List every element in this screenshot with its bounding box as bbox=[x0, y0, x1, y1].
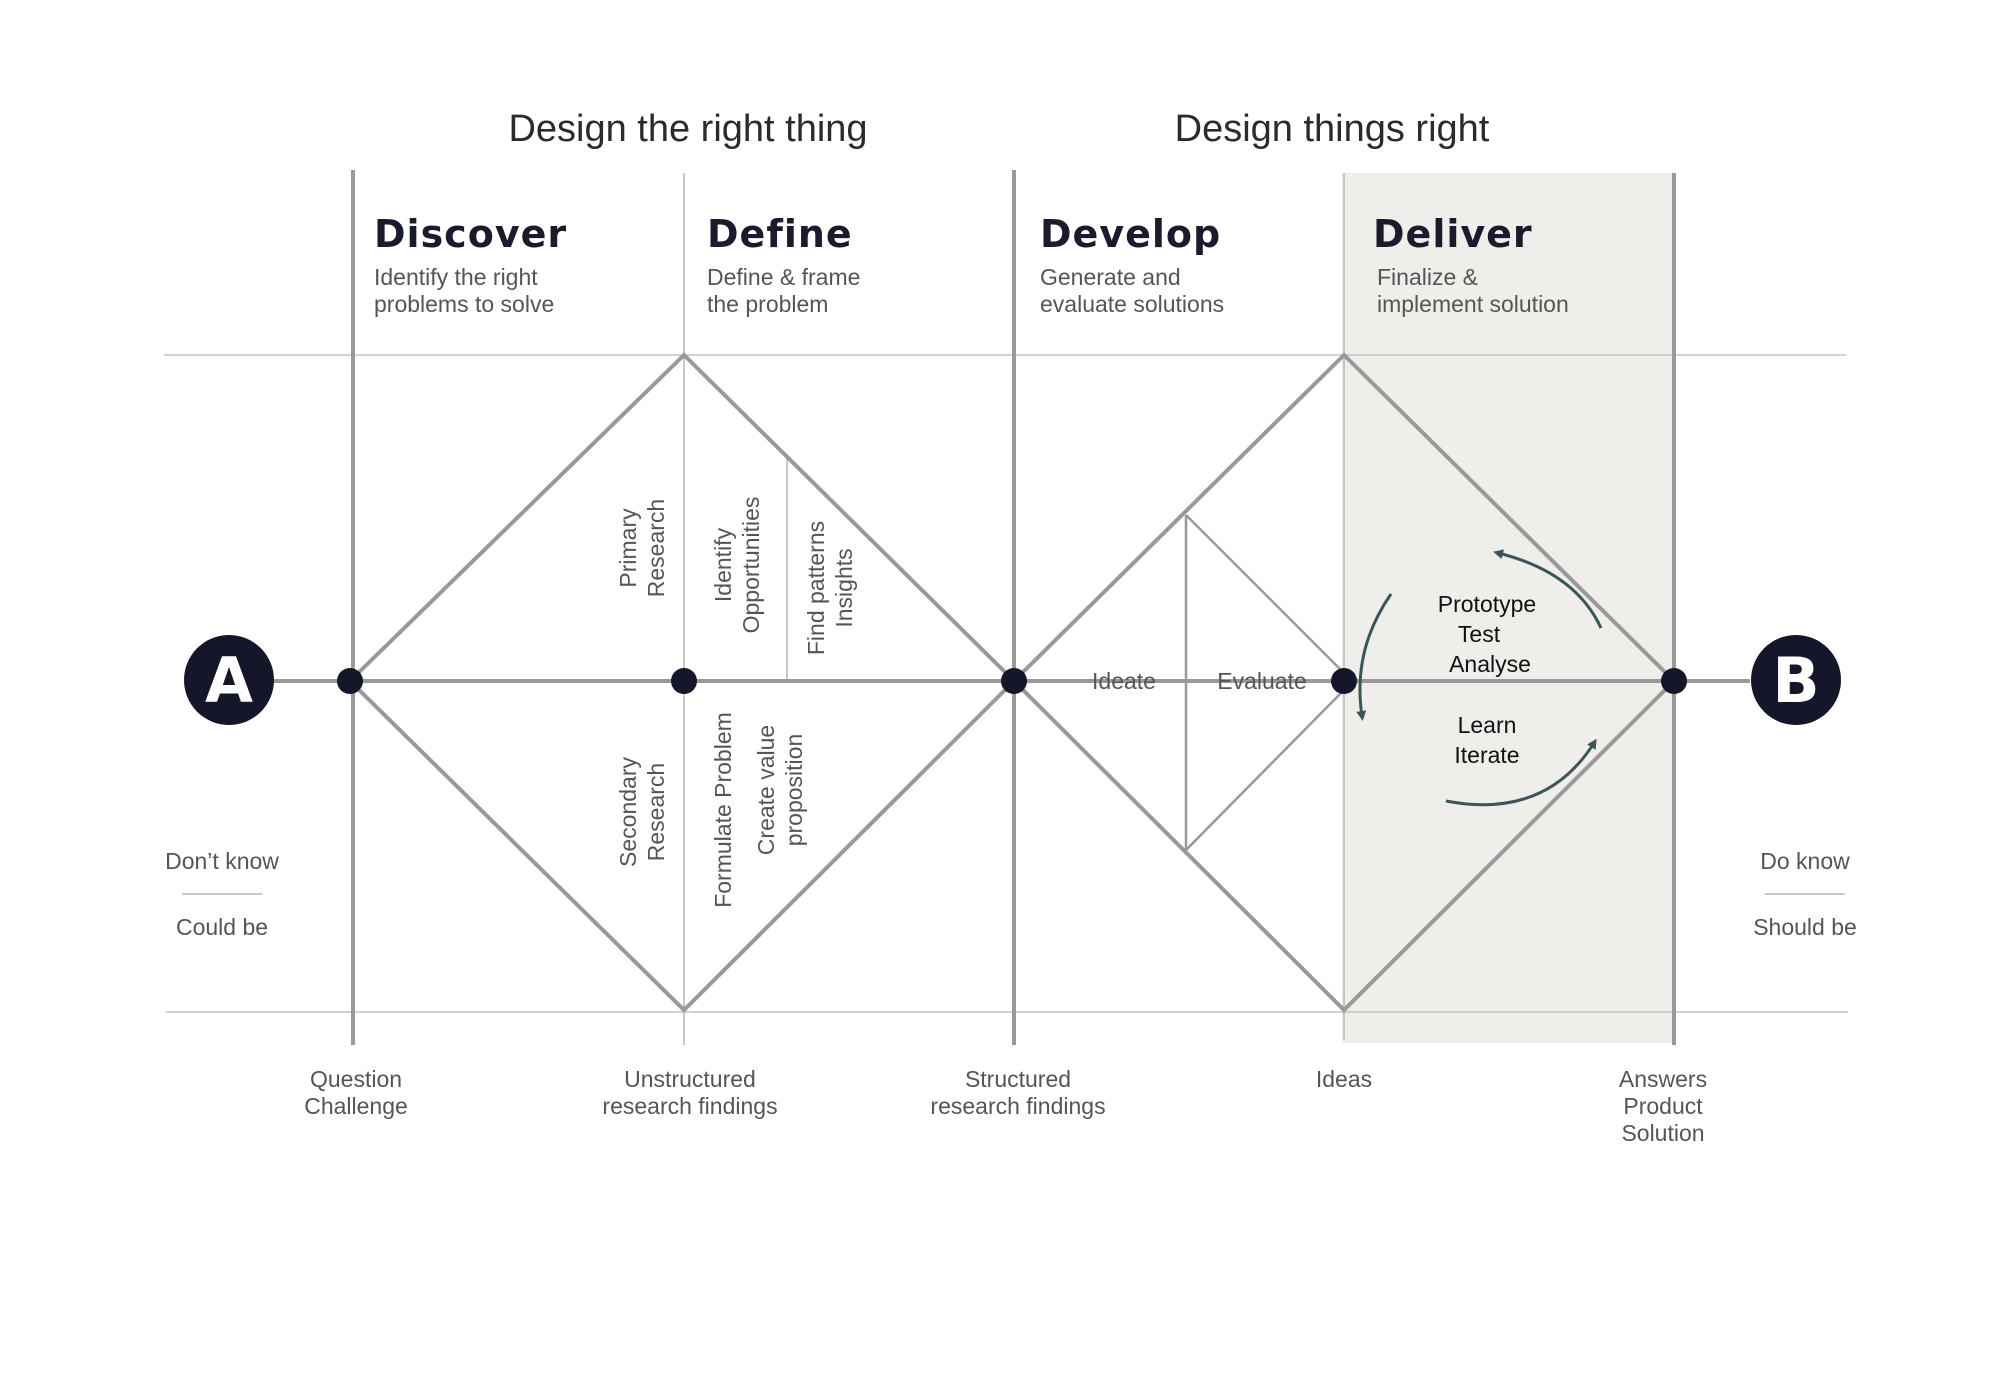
bottom-label-unstructured-1: Unstructured bbox=[624, 1066, 756, 1092]
label-identify-opportunities-1: Identify bbox=[710, 527, 736, 602]
label-primary-research-2: Research bbox=[643, 499, 669, 597]
label-find-patterns-1: Find patterns bbox=[803, 521, 829, 655]
label-secondary-research-1: Secondary bbox=[615, 757, 641, 867]
label-ideate: Ideate bbox=[1092, 668, 1156, 694]
endpoint-a-letter: A bbox=[205, 644, 253, 717]
label-could-be: Could be bbox=[176, 914, 268, 940]
label-secondary-research-2: Research bbox=[643, 763, 669, 861]
phase-desc-define-2: the problem bbox=[707, 291, 828, 317]
deliver-background bbox=[1342, 173, 1673, 1043]
inner-diag-top bbox=[1185, 514, 1345, 674]
phase-desc-deliver-2: implement solution bbox=[1377, 291, 1569, 317]
label-identify-opportunities-2: Opportunities bbox=[738, 497, 764, 634]
endpoint-b-circle bbox=[1751, 635, 1841, 725]
node-develop bbox=[1001, 668, 1027, 694]
phase-title-deliver: Deliver bbox=[1373, 212, 1533, 256]
label-primary-research-1: Primary bbox=[615, 508, 641, 588]
bottom-label-unstructured-2: research findings bbox=[602, 1093, 777, 1119]
bottom-label-product: Product bbox=[1623, 1093, 1703, 1119]
label-do-know: Do know bbox=[1760, 848, 1850, 874]
bottom-label-solution: Solution bbox=[1621, 1120, 1704, 1146]
label-evaluate: Evaluate bbox=[1217, 668, 1307, 694]
label-formulate-problem: Formulate Problem bbox=[710, 712, 736, 908]
bottom-label-ideas: Ideas bbox=[1316, 1066, 1372, 1092]
endpoint-b-letter: B bbox=[1772, 644, 1819, 717]
phase-title-discover: Discover bbox=[374, 212, 567, 256]
node-end bbox=[1661, 668, 1687, 694]
inner-diag-bottom bbox=[1185, 689, 1345, 851]
bottom-label-challenge: Challenge bbox=[304, 1093, 408, 1119]
phase-desc-discover-1: Identify the right bbox=[374, 264, 538, 290]
phase-desc-develop-2: evaluate solutions bbox=[1040, 291, 1224, 317]
cycle-arrow-top bbox=[1493, 549, 1603, 629]
label-analyse: Analyse bbox=[1449, 651, 1531, 677]
cycle-arrow-left bbox=[1356, 593, 1393, 721]
label-iterate: Iterate bbox=[1454, 742, 1519, 768]
bottom-label-structured-1: Structured bbox=[965, 1066, 1071, 1092]
endpoint-a-circle bbox=[184, 635, 274, 725]
label-create-value-2: proposition bbox=[781, 734, 807, 847]
phase-title-define: Define bbox=[707, 212, 853, 256]
label-learn: Learn bbox=[1458, 712, 1517, 738]
cycle-arrow-bottom bbox=[1445, 738, 1597, 807]
node-deliver bbox=[1331, 668, 1357, 694]
label-dont-know: Don’t know bbox=[165, 848, 279, 874]
label-find-patterns-2: Insights bbox=[831, 548, 857, 627]
phase-desc-discover-2: problems to solve bbox=[374, 291, 554, 317]
bottom-label-question: Question bbox=[310, 1066, 402, 1092]
section-title-left: Design the right thing bbox=[508, 108, 867, 150]
label-create-value-1: Create value bbox=[753, 725, 779, 855]
phase-desc-define-1: Define & frame bbox=[707, 264, 860, 290]
label-prototype: Prototype bbox=[1438, 591, 1536, 617]
phase-title-develop: Develop bbox=[1040, 212, 1221, 256]
phase-desc-deliver-1: Finalize & bbox=[1377, 264, 1478, 290]
phase-desc-develop-1: Generate and bbox=[1040, 264, 1181, 290]
label-should-be: Should be bbox=[1753, 914, 1857, 940]
bottom-label-answers: Answers bbox=[1619, 1066, 1707, 1092]
bottom-label-structured-2: research findings bbox=[930, 1093, 1105, 1119]
section-title-right: Design things right bbox=[1175, 108, 1490, 150]
node-define bbox=[671, 668, 697, 694]
label-test: Test bbox=[1458, 621, 1501, 647]
node-discover bbox=[337, 668, 363, 694]
